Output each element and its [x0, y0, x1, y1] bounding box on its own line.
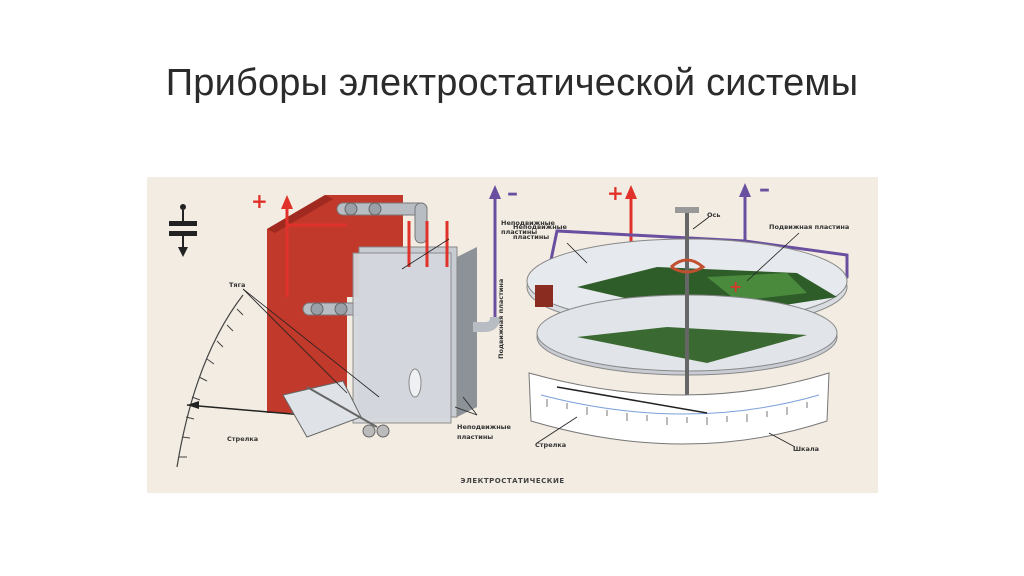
label-axis: Ось [707, 211, 721, 219]
label-right-fixed-plates-1: Неподвижные [513, 223, 567, 231]
label-fixed-plates-top-2: пластины [501, 228, 538, 236]
label-right-fixed-plates-2: пластины [513, 233, 550, 241]
right-pointer [556, 386, 708, 414]
label-right-moving-plate: Подвижная пластина [769, 223, 850, 231]
left-lever [282, 380, 390, 438]
left-plus-sign: + [251, 189, 268, 213]
left-scale [176, 294, 244, 468]
label-scale: Шкала [793, 445, 819, 453]
label-fixed-plates-top-1: Неподвижные [501, 219, 555, 227]
label-fixed-plates-bottom-1: Неподвижные [457, 423, 511, 431]
left-top-rod [336, 202, 428, 244]
label-rod: Тяга [229, 281, 246, 289]
right-plus-sign: + [607, 181, 624, 205]
left-minus-wire [473, 185, 501, 332]
electrostatic-diagram: + – Неподвижные пластины Подвижная пласт… [147, 177, 878, 493]
label-right-pointer: Стрелка [535, 441, 567, 449]
diagram-illustration [169, 183, 849, 468]
left-minus-sign: – [507, 181, 518, 206]
slide-title: Приборы электростатической системы [165, 62, 859, 104]
right-scale-ticks [546, 399, 808, 425]
label-left-pointer: Стрелка [227, 435, 259, 443]
right-minus-sign: – [759, 177, 770, 202]
label-moving-plate-vertical: Подвижная пластина [497, 278, 505, 359]
right-plate-plus: + [729, 277, 743, 296]
left-fixed-plates [352, 246, 477, 424]
left-plus-wire [281, 195, 347, 297]
left-plate-wires [407, 221, 449, 267]
capacitor-symbol-icon [169, 204, 197, 257]
figure-caption: ЭЛЕКТРОСТАТИЧЕСКИЕ [460, 477, 565, 485]
label-fixed-plates-bottom-2: пластины [457, 433, 494, 441]
